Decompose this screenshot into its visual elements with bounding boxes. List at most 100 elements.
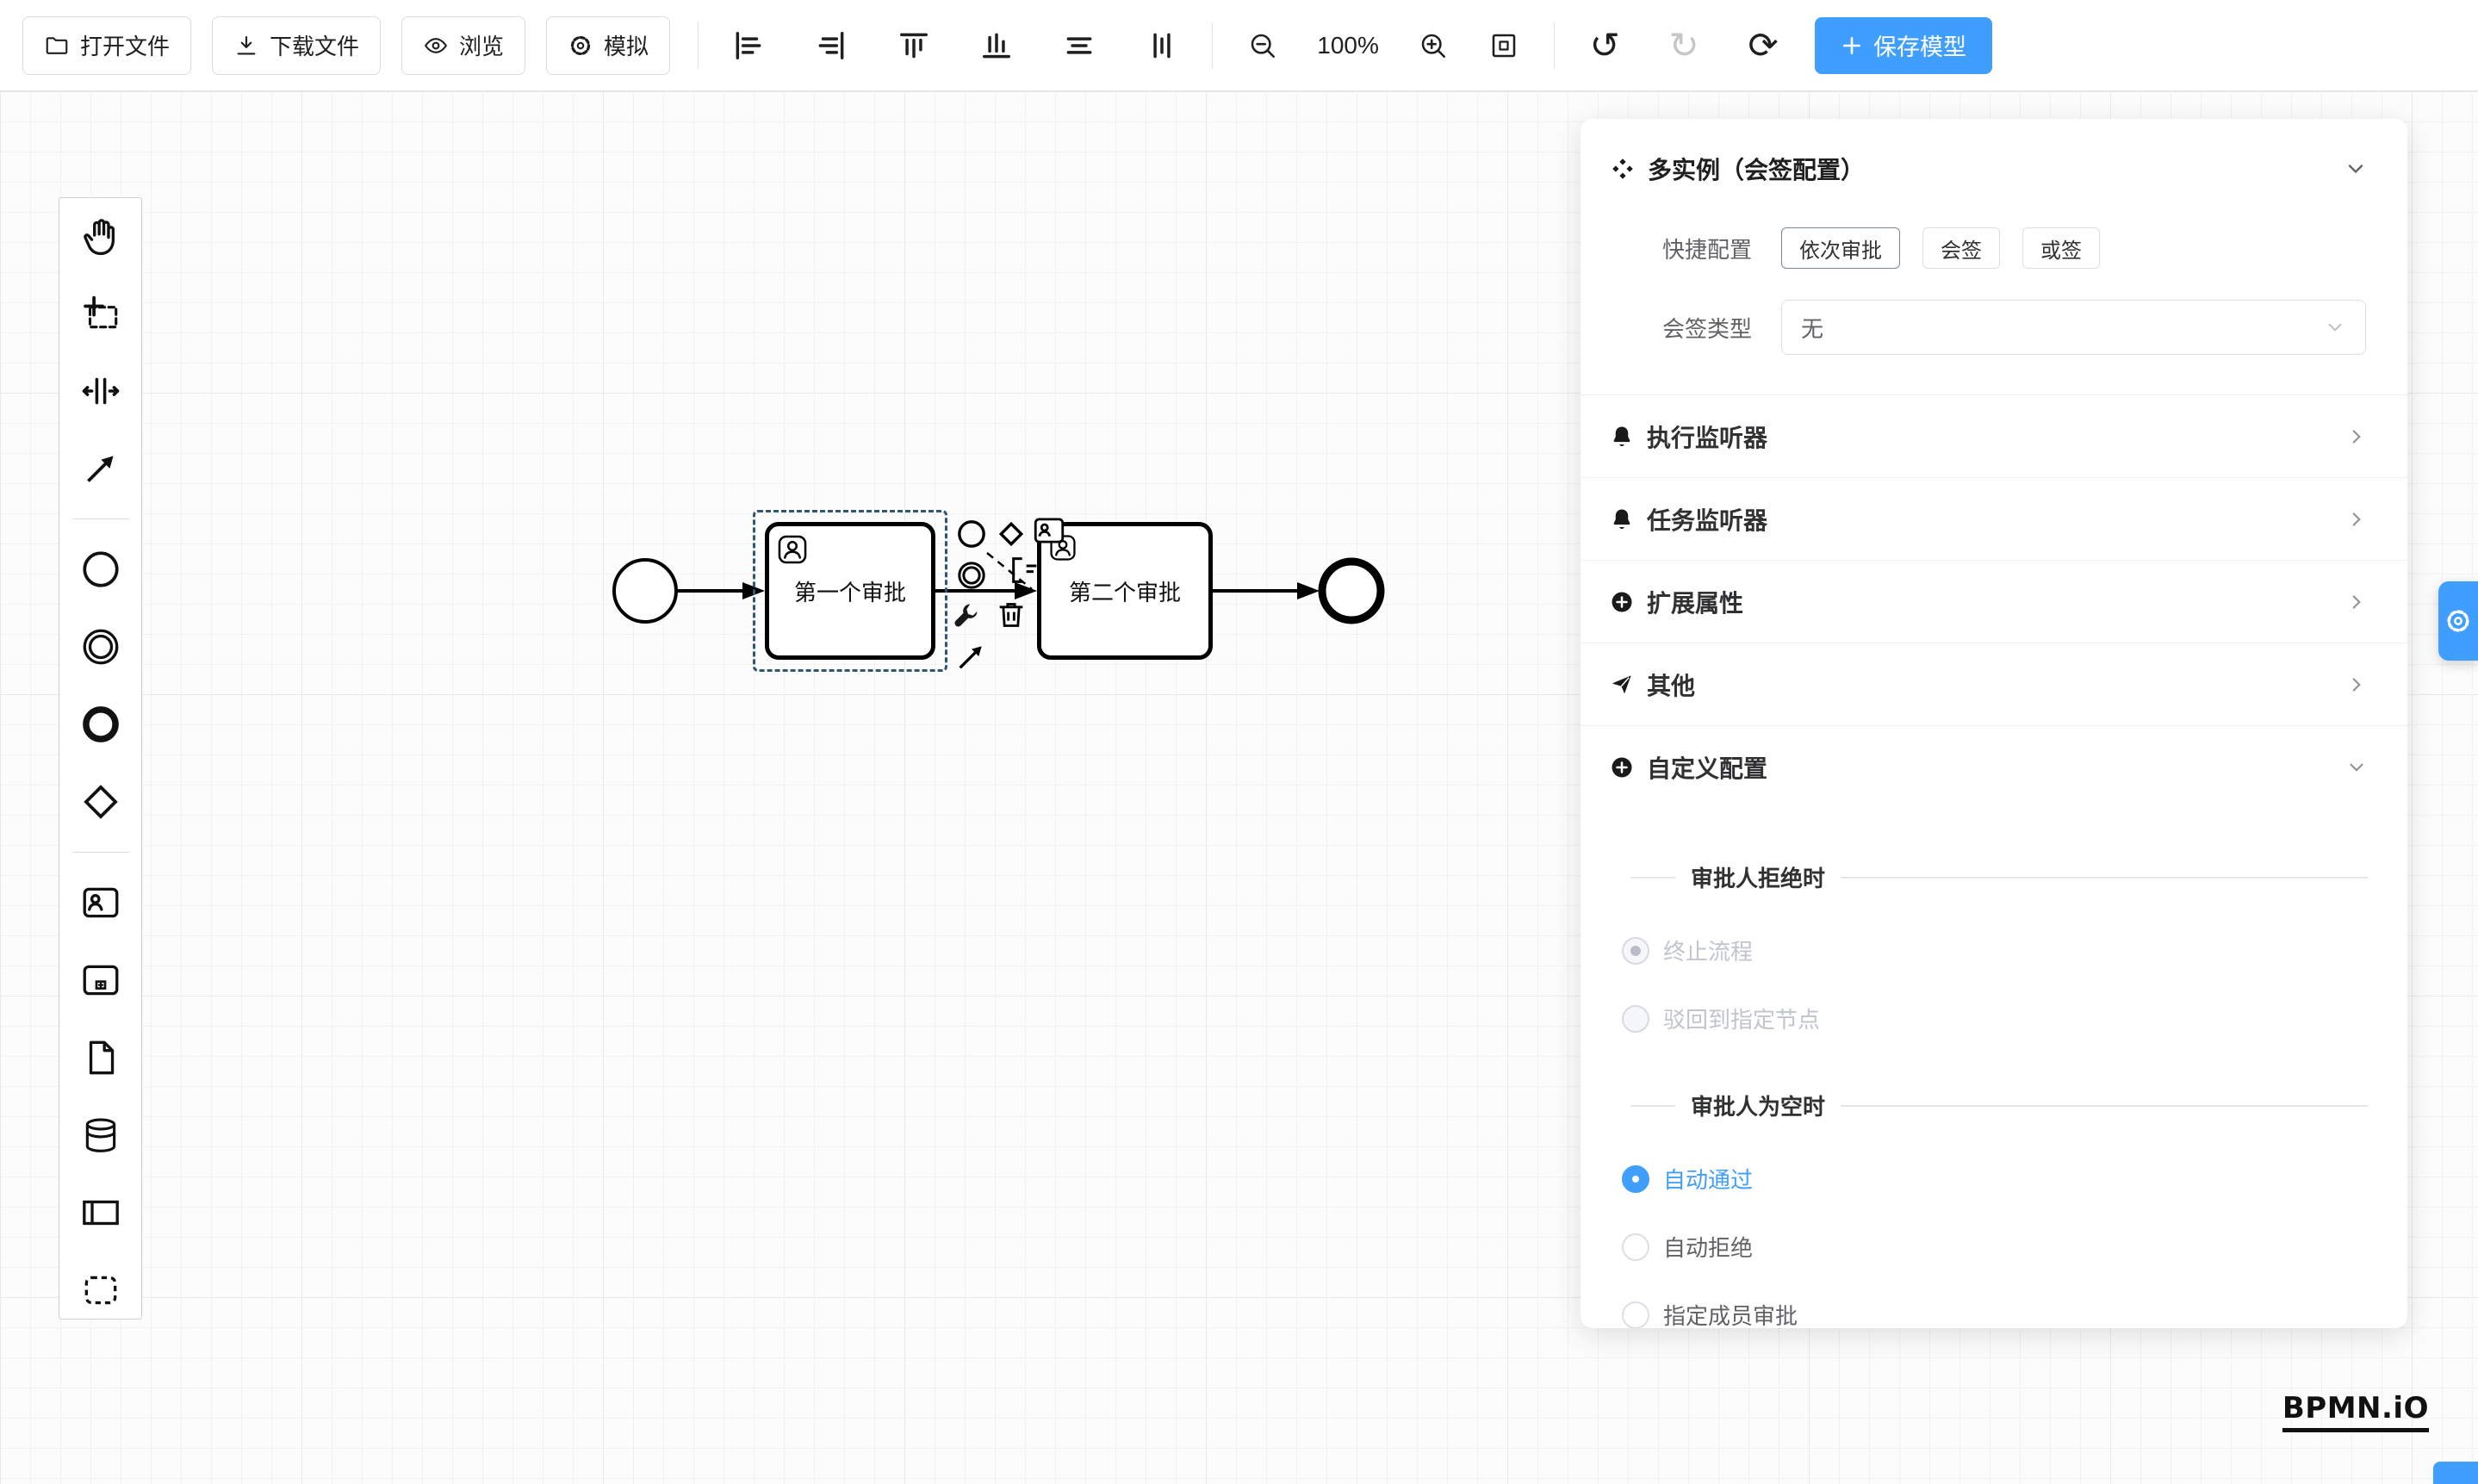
- empty-divider: 审批人为空时: [1581, 1090, 2407, 1121]
- palette-subprocess[interactable]: [73, 953, 128, 1008]
- redo-icon: ↻: [1668, 23, 1699, 66]
- radio-auto-reject[interactable]: 自动拒绝: [1581, 1231, 2407, 1263]
- distribute-horizontal-button[interactable]: [1057, 23, 1102, 68]
- align-right-button[interactable]: [809, 23, 854, 68]
- download-file-button[interactable]: 下载文件: [212, 16, 382, 75]
- reject-title: 审批人拒绝时: [1691, 866, 1826, 891]
- divider-line: [1630, 876, 1675, 879]
- bpmn-io-logo[interactable]: BPMN.iO: [2282, 1391, 2429, 1432]
- quick-config-row: 快捷配置 依次审批 会签 或签: [1581, 227, 2407, 269]
- radio-terminate-process[interactable]: 终止流程: [1581, 934, 2407, 966]
- radio-label: 自动通过: [1663, 1167, 1754, 1193]
- circle-plus-icon: [1612, 757, 1632, 777]
- sign-type-row: 会签类型 无: [1581, 300, 2407, 355]
- user-task-marker-icon: [776, 533, 809, 572]
- panel-toggle-tab[interactable]: [2438, 581, 2478, 661]
- palette-separator: [71, 518, 129, 519]
- chevron-right-icon: [2352, 677, 2361, 692]
- quick-config-chips: 依次审批 会签 或签: [1781, 227, 2100, 269]
- radio-return-to-node[interactable]: 驳回到指定节点: [1581, 1003, 2407, 1034]
- section-task-listener[interactable]: 任务监听器: [1581, 477, 2407, 560]
- align-tools: [726, 23, 1184, 68]
- task-label: 第二个审批: [1068, 579, 1181, 605]
- radio-assign-member[interactable]: 指定成员审批: [1581, 1299, 2407, 1328]
- append-intermediate-event-button[interactable]: [953, 556, 991, 594]
- task-label: 第一个审批: [793, 579, 906, 605]
- radio-circle: [1622, 1164, 1649, 1193]
- end-event[interactable]: [1318, 557, 1385, 624]
- bell-icon: [1613, 426, 1630, 446]
- undo-button[interactable]: ↺: [1582, 23, 1627, 68]
- palette-document[interactable]: [73, 1030, 128, 1085]
- connect-tool-button[interactable]: [73, 441, 128, 496]
- panel-sections: 执行监听器 任务监听器 扩展属性 其他 自定义配置: [1581, 394, 2407, 808]
- preview-button[interactable]: 浏览: [401, 16, 526, 75]
- refresh-button[interactable]: ⟳: [1741, 23, 1786, 68]
- chevron-down-icon[interactable]: [2344, 157, 2368, 181]
- chip-or-sign[interactable]: 或签: [2022, 227, 2100, 269]
- distribute-vertical-button[interactable]: [1140, 23, 1184, 68]
- fit-viewport-icon: [1492, 34, 1516, 57]
- radio-auto-pass[interactable]: 自动通过: [1581, 1163, 2407, 1195]
- sign-type-label: 会签类型: [1662, 315, 1753, 342]
- zoom-tools: 100%: [1240, 23, 1526, 68]
- delete-trash-button[interactable]: [992, 596, 1030, 634]
- gear-icon: [570, 35, 591, 55]
- text-annotation-button[interactable]: [1006, 551, 1044, 589]
- start-event[interactable]: [612, 558, 678, 624]
- user-task-first[interactable]: 第一个审批: [765, 522, 935, 660]
- section-custom-config[interactable]: 自定义配置: [1581, 725, 2407, 808]
- section-label: 扩展属性: [1647, 589, 1744, 617]
- simulate-button[interactable]: 模拟: [546, 16, 671, 75]
- open-file-button[interactable]: 打开文件: [22, 16, 192, 75]
- radio-label: 自动拒绝: [1663, 1235, 1754, 1261]
- empty-title: 审批人为空时: [1691, 1094, 1826, 1120]
- section-other[interactable]: 其他: [1581, 643, 2407, 725]
- chip-sequential-approval[interactable]: 依次审批: [1781, 227, 1900, 269]
- save-model-label: 保存模型: [1873, 34, 1967, 60]
- hand-tool-button[interactable]: [73, 208, 128, 264]
- distribute-vertical-icon: [1153, 33, 1171, 58]
- append-user-task-button[interactable]: [1030, 512, 1068, 550]
- append-end-event-button[interactable]: [953, 515, 991, 553]
- connect-flow-button[interactable]: [953, 637, 991, 675]
- palette-pool[interactable]: [73, 1185, 128, 1240]
- refresh-icon: ⟳: [1748, 23, 1779, 66]
- zoom-in-button[interactable]: [1411, 23, 1456, 68]
- palette-datastore[interactable]: [73, 1108, 128, 1163]
- palette: [59, 197, 142, 1319]
- gear-icon: [2447, 610, 2469, 632]
- zoom-out-icon: [1251, 34, 1276, 58]
- align-left-button[interactable]: [726, 23, 771, 68]
- palette-start-event[interactable]: [73, 542, 128, 597]
- fit-viewport-button[interactable]: [1481, 23, 1526, 68]
- panel-header[interactable]: 多实例（会签配置）: [1581, 119, 2407, 208]
- radio-label: 驳回到指定节点: [1663, 1007, 1821, 1033]
- corner-widget[interactable]: [2433, 1462, 2478, 1484]
- palette-intermediate-event[interactable]: [73, 619, 128, 674]
- align-top-button[interactable]: [891, 23, 936, 68]
- save-model-button[interactable]: 保存模型: [1815, 16, 1993, 74]
- redo-button[interactable]: ↻: [1661, 23, 1706, 68]
- lasso-tool-button[interactable]: [73, 286, 128, 341]
- toolbar-separator: [1212, 22, 1214, 69]
- chip-countersign[interactable]: 会签: [1922, 227, 2000, 269]
- zoom-level: 100%: [1317, 31, 1379, 59]
- palette-user-task[interactable]: [73, 875, 128, 930]
- space-tool-button[interactable]: [73, 363, 128, 419]
- reject-divider: 审批人拒绝时: [1581, 861, 2407, 893]
- zoom-out-button[interactable]: [1240, 23, 1285, 68]
- divider-line: [1630, 1104, 1675, 1107]
- section-execution-listener[interactable]: 执行监听器: [1581, 395, 2407, 477]
- arrowhead: [1015, 582, 1037, 599]
- palette-group[interactable]: [73, 1263, 128, 1318]
- radio-label: 终止流程: [1663, 939, 1754, 965]
- change-type-wrench-button[interactable]: [947, 596, 985, 634]
- sign-type-select[interactable]: 无: [1781, 300, 2366, 355]
- palette-end-event[interactable]: [73, 697, 128, 752]
- append-gateway-button[interactable]: [992, 515, 1030, 553]
- chevron-down-icon: [2350, 763, 2363, 772]
- section-extended-properties[interactable]: 扩展属性: [1581, 560, 2407, 643]
- align-bottom-button[interactable]: [974, 23, 1019, 68]
- palette-gateway[interactable]: [73, 774, 128, 829]
